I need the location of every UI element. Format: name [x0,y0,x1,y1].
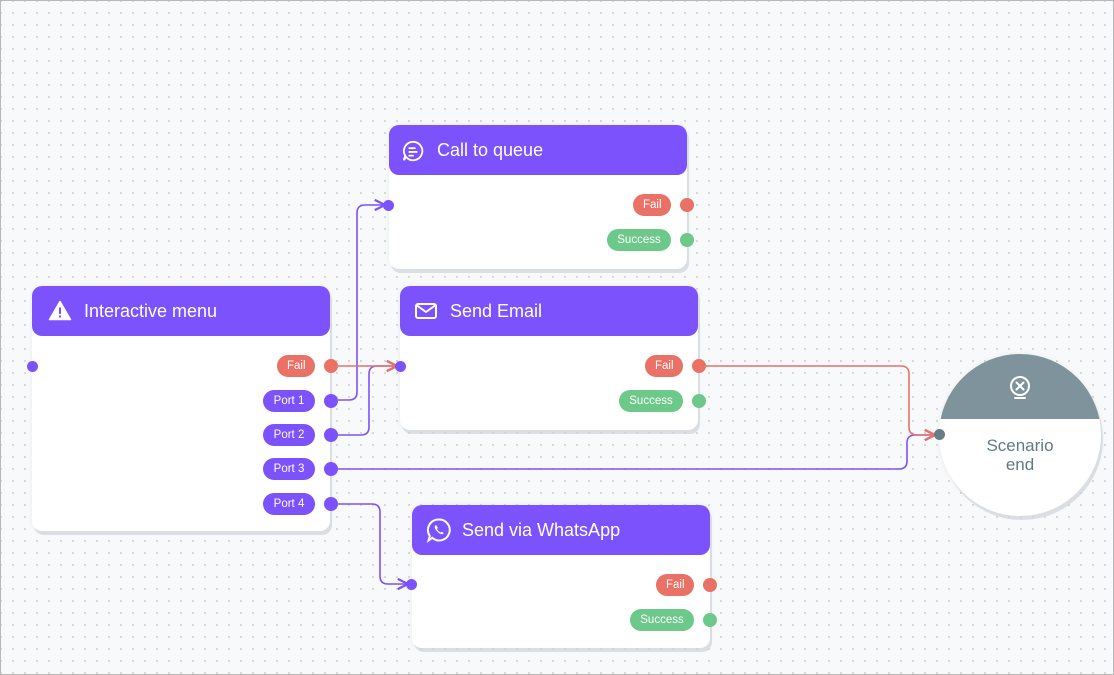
close-circle-icon [1007,374,1033,400]
interactive-menu-input-dot[interactable] [27,361,38,372]
node-send-email[interactable]: Send Email Fail Success [400,286,706,430]
node-title: Call to queue [437,139,544,160]
port-success-label: Success [619,390,683,412]
wire-port1-call-to-queue [338,205,385,401]
port-2-label: Port 2 [263,424,315,446]
scenario-end-line2: end [1005,455,1035,474]
wire-port4-whatsapp [338,503,408,584]
node-header[interactable]: Send via WhatsApp [412,505,710,555]
port-2-dot[interactable] [324,428,338,442]
port-success-dot[interactable] [692,394,706,408]
port-fail-dot[interactable] [680,198,694,212]
scenario-end-label: Scenario end [939,436,1101,474]
port-1-label: Port 1 [263,390,315,412]
port-1-dot[interactable] [324,394,338,408]
node-header[interactable]: Call to queue [389,125,687,175]
port-3-dot[interactable] [324,462,338,476]
wire-port2-send-email [338,366,397,436]
send-whatsapp-input-dot[interactable] [406,579,417,590]
port-4-label: Port 4 [263,493,315,515]
node-title: Send via WhatsApp [462,519,621,540]
port-fail-dot[interactable] [692,359,706,373]
port-success-dot[interactable] [703,613,717,627]
wire-port3-scenario-end [338,435,935,470]
node-send-whatsapp[interactable]: Send via WhatsApp Fail Success [412,505,717,648]
scenario-end-input-dot[interactable] [934,429,945,440]
port-fail-dot[interactable] [324,359,338,373]
whatsapp-icon [426,517,452,543]
node-call-to-queue[interactable]: Call to queue Fail Success [389,125,694,269]
scenario-end-header [939,354,1101,419]
warning-icon [48,299,72,323]
port-fail-label: Fail [645,355,683,377]
wire-email-fail-scenario-end [705,365,935,435]
node-title: Send Email [450,300,543,321]
port-fail-label: Fail [277,355,315,377]
call-to-queue-input-dot[interactable] [383,200,394,211]
chat-queue-icon [401,138,425,162]
port-fail-dot[interactable] [703,578,717,592]
port-fail-label: Fail [656,574,694,596]
port-fail-label: Fail [633,194,671,216]
node-header[interactable]: Interactive menu [32,286,330,336]
node-interactive-menu[interactable]: Interactive menu Fail Port 1 Port 2 Port… [32,286,338,531]
node-header[interactable]: Send Email [400,286,698,336]
port-success-label: Success [630,609,694,631]
envelope-icon [414,299,438,323]
port-4-dot[interactable] [324,497,338,511]
node-scenario-end[interactable]: Scenario end [939,354,1101,516]
node-title: Interactive menu [84,300,218,321]
port-success-dot[interactable] [680,233,694,247]
port-success-label: Success [607,229,671,251]
send-email-input-dot[interactable] [395,361,406,372]
port-3-label: Port 3 [263,458,315,480]
scenario-end-line1: Scenario [986,436,1054,455]
